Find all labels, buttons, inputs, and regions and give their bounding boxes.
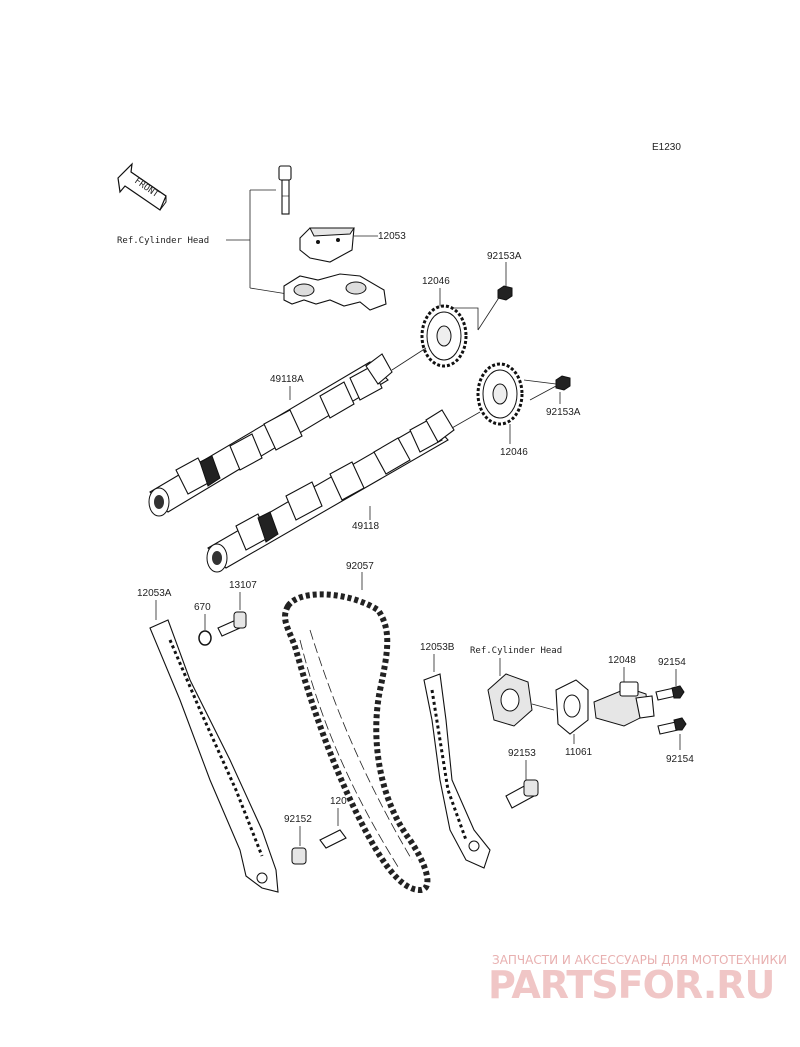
- collar-92152: [291, 847, 307, 865]
- chain-guide-12053B: [423, 673, 491, 869]
- ref-cylinder-head-top: Ref.Cylinder Head: [117, 236, 209, 246]
- camshaft-holder: [283, 273, 387, 311]
- diagram-code: E1230: [652, 142, 681, 153]
- label-92153: 92153: [508, 748, 536, 759]
- camshaft-cap-12053: [299, 227, 355, 263]
- label-12053B: 12053B: [420, 642, 455, 653]
- watermark-logo: PARTSFOR.RU: [488, 963, 774, 1007]
- bolt-120: [319, 829, 347, 849]
- cylinder-head-boss: [487, 673, 533, 727]
- label-13107: 13107: [229, 580, 257, 591]
- label-12046-top: 12046: [422, 276, 450, 287]
- sprocket-bolt-right: [555, 375, 571, 391]
- cam-chain-92057: [282, 591, 431, 894]
- label-12048: 12048: [608, 655, 636, 666]
- label-11061: 11061: [565, 747, 593, 758]
- label-49118A: 49118A: [270, 374, 304, 385]
- label-92153A-right: 92153A: [546, 407, 581, 418]
- tensioner-bolt-top: [655, 685, 685, 701]
- washer-670: [198, 630, 212, 646]
- cam-sprocket-right: [476, 362, 524, 426]
- ref-cylinder-head-tensioner: Ref.Cylinder Head: [470, 646, 562, 656]
- front-arrow-icon: FRONT: [117, 162, 167, 211]
- cam-sprocket-top: [420, 304, 468, 368]
- tensioner-bolt-bottom: [657, 717, 687, 735]
- cap-bolt: [278, 165, 292, 215]
- label-92152: 92152: [284, 814, 312, 825]
- guide-bolt-13107: [217, 611, 247, 637]
- tensioner-12048: [593, 681, 655, 727]
- guide-bolt-92153: [505, 779, 539, 809]
- sprocket-bolt-top: [497, 285, 513, 301]
- label-92154-bottom: 92154: [666, 754, 694, 765]
- label-12053A: 12053A: [137, 588, 172, 599]
- label-12046-right: 12046: [500, 447, 528, 458]
- ref-bracket-lines: [226, 189, 301, 297]
- camshaft-49118A: [148, 353, 393, 517]
- chain-guide-12053A: [149, 619, 279, 893]
- label-12053: 12053: [378, 231, 406, 242]
- label-670: 670: [194, 602, 211, 613]
- watermark-caption: ЗАПЧАСТИ И АКСЕССУАРЫ ДЛЯ МОТОТЕХНИКИ: [492, 953, 787, 967]
- label-120: 120: [330, 796, 347, 807]
- gasket-11061: [555, 679, 589, 735]
- label-92154-top: 92154: [658, 657, 686, 668]
- label-49118: 49118: [352, 521, 380, 532]
- camshaft-49118: [206, 409, 455, 573]
- label-92057: 92057: [346, 561, 374, 572]
- label-92153A-top: 92153A: [487, 251, 522, 262]
